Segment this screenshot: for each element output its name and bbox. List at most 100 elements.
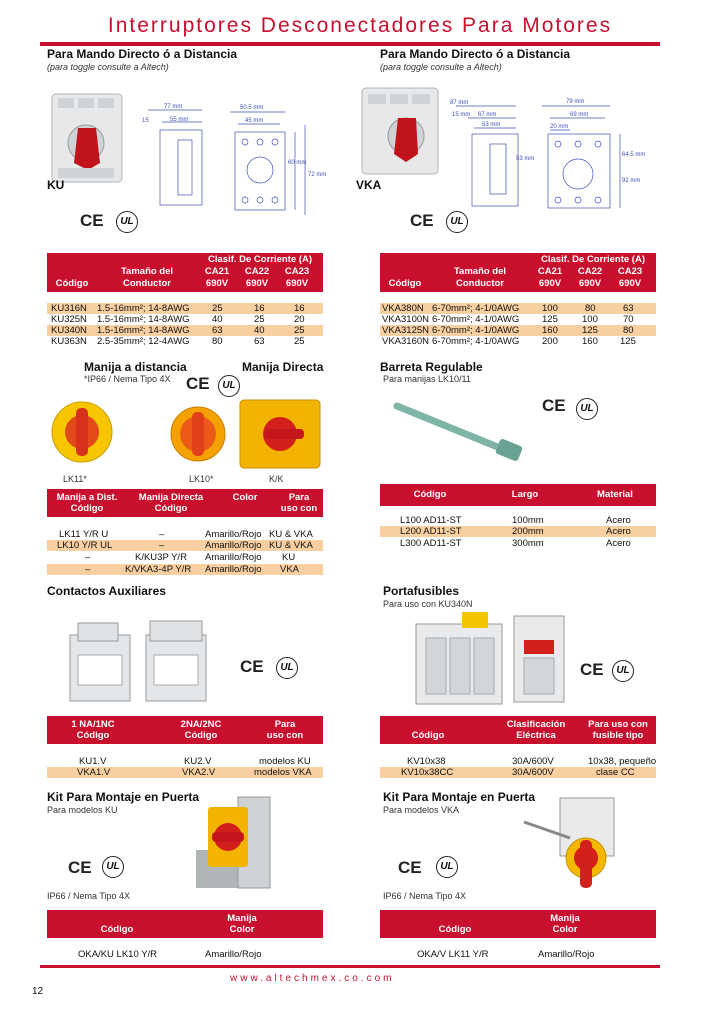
ku-dim-1: 77 mm <box>164 104 183 110</box>
ku-dim-4: 50.5 mm <box>240 105 264 111</box>
ku-switch-image <box>48 88 126 188</box>
right-heading: Para Mando Directo ó a Distancia <box>380 47 571 61</box>
ku-dimension-drawing: 77 mm 15 55 mm 50.5 mm 45 mm 60 mm 72 mm <box>130 100 340 220</box>
left-note: (para toggle consulte a Altech) <box>47 62 169 72</box>
left-heading: Para Mando Directo ó a Distancia <box>47 47 238 61</box>
ul-mark: UL <box>116 211 138 233</box>
barreta-heading: Barreta Regulable <box>380 360 483 374</box>
ku-table-header: Clasif. De Corriente (A) Tamaño del Cond… <box>47 253 323 292</box>
kit-table-header: Código Manija Color <box>47 910 323 938</box>
manija-distancia-heading: Manija a distancia <box>84 360 187 374</box>
handle-label-lk11: LK11* <box>63 474 87 484</box>
handle-label-lk10: LK10* <box>189 474 214 484</box>
vka-dim-8: 53 mm <box>516 156 535 162</box>
vka-switch-image <box>358 84 442 178</box>
footer-url[interactable]: www.altechmex.co.com <box>230 973 395 984</box>
portafusibles-heading: Portafusibles <box>383 584 460 598</box>
porta-table-header: Código Clasificación Eléctrica Para uso … <box>380 716 656 744</box>
ku-dim-3: 55 mm <box>170 117 189 123</box>
page-number: 12 <box>32 986 44 997</box>
ce-mark: CE <box>542 396 566 415</box>
ul-mark: UL <box>446 211 468 233</box>
vka-dim-3: 67 mm <box>478 112 497 118</box>
barreta-table-header: Código Largo Material <box>380 484 656 506</box>
vka-dim-1: 87 mm <box>450 100 469 106</box>
vka-dim-7: 20 mm <box>550 124 569 130</box>
vka-dimension-drawing: 87 mm 15 mm 67 mm 53 mm 79 mm 69 mm 20 m… <box>450 96 660 212</box>
right-note: (para toggle consulte a Altech) <box>380 62 502 72</box>
ce-mark: CE <box>186 374 210 393</box>
handle-label-kk: K/K <box>269 474 284 484</box>
left-model-label: KU <box>47 178 65 192</box>
kit-sub: Para modelos KU <box>47 805 118 815</box>
ul-mark: UL <box>612 660 634 682</box>
kit-ku-image <box>194 795 274 890</box>
contactos-heading: Contactos Auxiliares <box>47 584 166 598</box>
portafusibles-image <box>412 608 582 708</box>
manija-directa-heading: Manija Directa <box>242 360 324 374</box>
contactos-images <box>64 615 214 705</box>
ku-dim-5: 45 mm <box>245 118 264 124</box>
right-model-label: VKA <box>356 178 382 192</box>
ce-mark: CE <box>240 657 264 676</box>
vka-dim-10: 92 mm <box>622 178 641 184</box>
ce-mark: CE <box>80 211 104 230</box>
ku-dim-6: 60 mm <box>288 160 307 166</box>
ul-mark: UL <box>276 657 298 679</box>
ce-mark: CE <box>398 858 422 877</box>
kit-table-header: Código Manija Color <box>380 910 656 938</box>
ku-dim-7: 72 mm <box>308 172 327 178</box>
ce-mark: CE <box>68 858 92 877</box>
vka-table-header: Clasif. De Corriente (A) Tamaño del Cond… <box>380 253 656 292</box>
page-title: Interruptores Desconectadores Para Motor… <box>107 14 613 37</box>
kit-heading: Kit Para Montaje en Puerta <box>47 790 200 804</box>
kit-vka-image <box>520 794 620 894</box>
kit-heading: Kit Para Montaje en Puerta <box>383 790 536 804</box>
vka-dim-2: 15 mm <box>452 112 471 118</box>
ul-mark: UL <box>576 398 598 420</box>
contactos-table-header: 1 NA/1NC Código 2NA/2NC Código Para uso … <box>47 716 323 744</box>
vka-dim-4: 53 mm <box>482 122 501 128</box>
barreta-sub: Para manijas LK10/11 <box>383 374 471 384</box>
footer-rule <box>40 965 660 968</box>
ku-dim-2: 15 <box>142 118 149 124</box>
kit-ip: IP66 / Nema Tipo 4X <box>47 891 131 901</box>
porta-sub: Para uso con KU340N <box>383 599 473 609</box>
kit-sub: Para modelos VKA <box>383 805 460 815</box>
manija-table-header: Manija a Dist. Código Manija Directa Cód… <box>47 489 323 517</box>
ul-mark: UL <box>436 856 458 878</box>
ip-note: *IP66 / Nema Tipo 4X <box>84 374 171 384</box>
vka-dim-9: 64.5 mm <box>622 152 646 158</box>
vka-dim-6: 69 mm <box>570 112 589 118</box>
title-rule <box>40 42 660 46</box>
kit-ip: IP66 / Nema Tipo 4X <box>383 891 467 901</box>
ul-mark: UL <box>102 856 124 878</box>
barreta-image <box>393 396 533 466</box>
handles-images <box>50 398 340 470</box>
ul-mark: UL <box>218 375 240 397</box>
ce-mark: CE <box>580 660 604 679</box>
ce-mark: CE <box>410 211 434 230</box>
vka-dim-5: 79 mm <box>566 99 585 105</box>
